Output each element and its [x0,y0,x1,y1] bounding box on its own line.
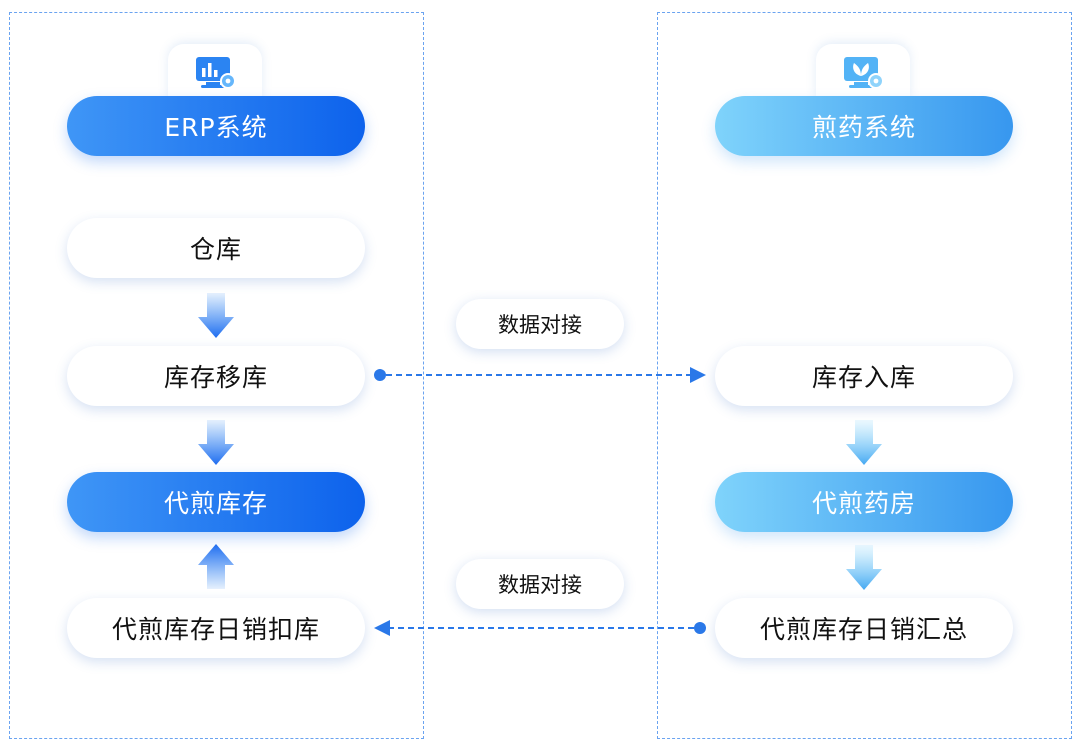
decoction-system-header: 煎药系统 [715,96,1013,156]
decoction-pharmacy-node: 代煎药房 [715,472,1013,532]
daily-sales-summary-node: 代煎库存日销汇总 [715,598,1013,658]
connector-transfer-to-stockin [374,367,706,383]
arrow-down-pharmacy-to-summary [846,545,882,590]
daily-sales-deduction-node: 代煎库存日销扣库 [67,598,365,658]
erp-system-panel [9,12,424,739]
arrow-down-warehouse-to-transfer [198,293,234,338]
erp-icon-tab [168,44,262,100]
arrow-down-transfer-to-inventory [198,420,234,465]
erp-system-header: ERP系统 [67,96,365,156]
arrow-up-deduction-to-inventory [198,544,234,589]
data-integration-badge-top: 数据对接 [456,299,624,349]
stock-in-node: 库存入库 [715,346,1013,406]
arrow-down-stockin-to-pharmacy [846,420,882,465]
decoction-inventory-node: 代煎库存 [67,472,365,532]
warehouse-node: 仓库 [67,218,365,278]
monitor-chart-gear-icon [196,57,236,89]
data-integration-badge-bottom: 数据对接 [456,559,624,609]
decoction-icon-tab [816,44,910,100]
stock-transfer-node: 库存移库 [67,346,365,406]
connector-summary-to-deduction [374,620,706,636]
monitor-leaf-gear-icon [844,57,884,89]
